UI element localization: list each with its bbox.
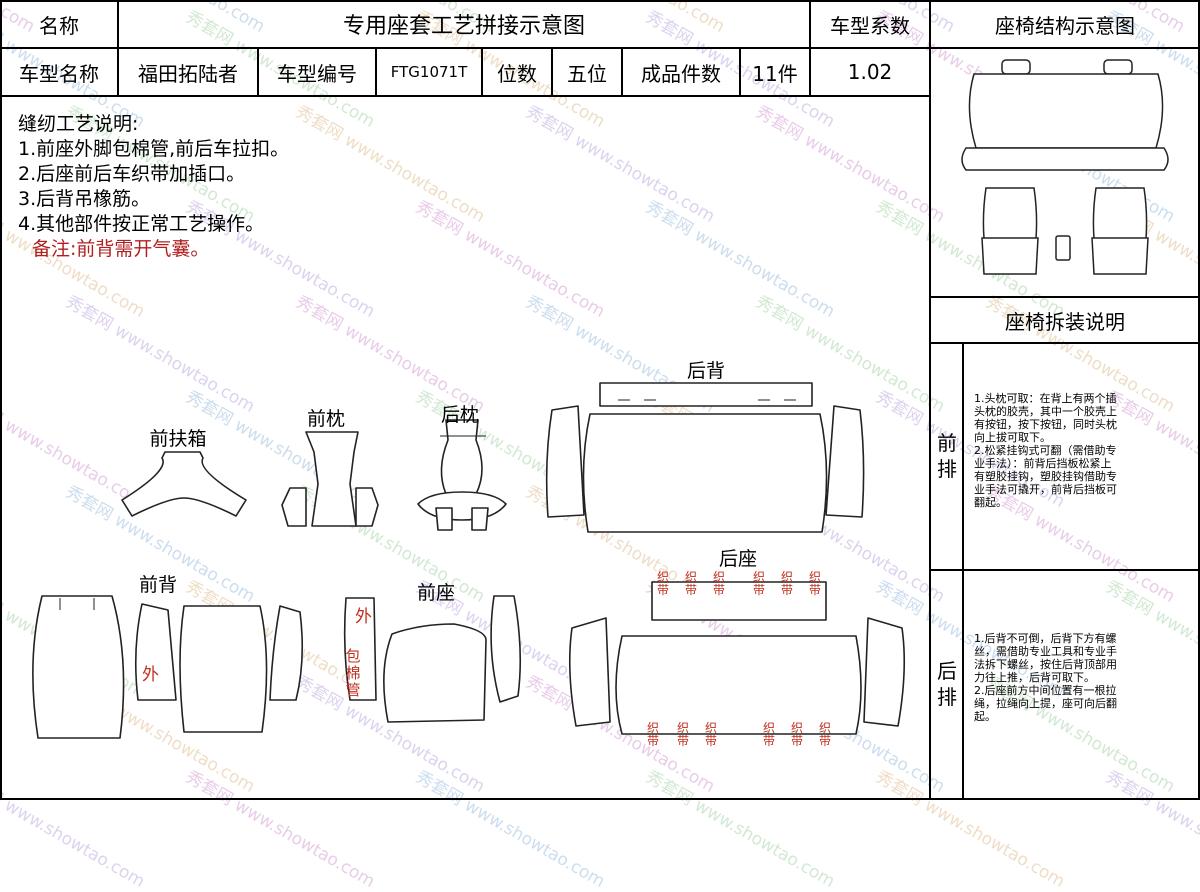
instruction-line: 1.后背不可倒，后背下方有螺: [974, 632, 1117, 645]
mark-strap: 织带: [818, 721, 831, 748]
instruction-line: 向上拔可取下。: [974, 431, 1051, 444]
mark-piping-tube: 包棉管: [345, 647, 361, 699]
center-console: [1055, 235, 1071, 261]
label-front-armrest: 前扶箱: [149, 428, 207, 450]
instruction-line: 有塑胶挂钩，塑胶挂钩借助专: [974, 470, 1117, 483]
mark-strap: 织带: [780, 570, 793, 597]
rear-bench-headrest: [1103, 59, 1133, 75]
seat-structure-illustration: [961, 59, 1169, 275]
mark-outer: 外: [355, 607, 372, 627]
rear-row-instructions: 1.后背不可倒，后背下方有螺 丝，需借助专业工具和专业手 法拆下螺丝，按住后背顶…: [974, 632, 1117, 723]
rear-row-label: 后排: [937, 659, 957, 709]
instruction-line: 起。: [974, 710, 996, 723]
model-name-value: 福田拓陆者: [138, 61, 238, 86]
process-notes: 缝纫工艺说明: 1.前座外脚包棉管,前后车拉扣。 2.后座前后车织带加插口。 3…: [18, 112, 289, 262]
pieces-value: 11件: [752, 61, 798, 86]
rear-seat-side: [863, 617, 906, 727]
model-code-value: FTG1071T: [390, 63, 468, 81]
instruction-line: 业手法）：前背后挡板松紧上: [974, 457, 1112, 470]
label-rear-headrest: 后枕: [440, 404, 480, 426]
instruction-line: 丝，需借助专业工具和专业手: [974, 645, 1117, 658]
mark-strap: 织带: [656, 570, 669, 597]
rear-seat-main: [615, 635, 862, 735]
mark-strap: 织带: [676, 721, 689, 748]
coef-value: 1.02: [847, 60, 893, 84]
page-title: 专用座套工艺拼接示意图: [342, 14, 585, 39]
front-headrest-side: [281, 487, 307, 527]
instruction-line: 2.松紧挂钩式可翻（需借助专: [974, 444, 1117, 457]
model-code-label: 车型编号: [277, 61, 357, 86]
rear-bench-headrest: [1001, 59, 1031, 75]
disassembly-title: 座椅拆装说明: [1005, 309, 1125, 334]
front-row-instructions: 1.头枕可取：在背上有两个插 头枕的胶壳，其中一个胶壳上 有按钮，按下按钮，同时…: [974, 392, 1117, 509]
label-front-seat: 前座: [416, 582, 456, 604]
front-headrest-side: [355, 487, 379, 527]
table-frame: [0, 0, 1200, 800]
mark-strap: 织带: [752, 570, 765, 597]
mark-strap: 织带: [808, 570, 821, 597]
mark-outer: 外: [142, 665, 159, 685]
mark-strap: 织带: [762, 721, 775, 748]
rear-headrest-side: [435, 507, 453, 531]
label-rear-seat: 后座: [718, 548, 758, 570]
instruction-line: 1.头枕可取：在背上有两个插: [974, 392, 1117, 405]
instruction-line: 翻起。: [974, 496, 1007, 509]
instruction-line: 有按钮，按下按钮，同时头枕: [974, 418, 1117, 431]
instruction-line: 头枕的胶壳，其中一个胶壳上: [974, 405, 1117, 418]
note-item: 4.其他部件按正常工艺操作。: [18, 213, 265, 235]
note-item: 1.前座外脚包棉管,前后车拉扣。: [18, 138, 290, 160]
name-label: 名称: [39, 13, 79, 38]
mark-strap: 织带: [704, 721, 717, 748]
rear-back-side: [545, 405, 585, 518]
rear-seat-top-strip: [651, 581, 827, 621]
front-seat-side: [343, 597, 377, 701]
label-front-back: 前背: [138, 574, 178, 596]
structure-title: 座椅结构示意图: [995, 13, 1135, 38]
rear-bench-back: [968, 73, 1164, 149]
rear-headrest-piece: [440, 419, 483, 495]
front-back-main: [32, 595, 125, 739]
note-item: 2.后座前后车织带加插口。: [18, 163, 246, 185]
front-back-panel: [134, 603, 177, 701]
front-seat-left-cushion: [981, 237, 1039, 275]
front-back-side: [269, 605, 304, 701]
mark-strap: 织带: [790, 721, 803, 748]
mark-strap: 织带: [646, 721, 659, 748]
notes-title: 缝纫工艺说明:: [18, 113, 139, 135]
rear-seat-side: [568, 617, 611, 727]
front-seat-right-cushion: [1091, 237, 1149, 275]
pattern-diagram: [32, 382, 906, 739]
rear-bench-seat: [961, 147, 1169, 171]
coef-label: 车型系数: [830, 13, 910, 38]
front-seat-main: [383, 623, 487, 723]
notes-remark: 备注:前背需开气囊。: [32, 238, 210, 260]
instruction-line: 业手法可撬开，前背后挡板可: [974, 483, 1117, 496]
label-rear-back: 后背: [686, 360, 726, 382]
instruction-line: 绳，拉绳向上提，座可向后翻: [974, 697, 1117, 710]
front-armrest-piece: [121, 451, 247, 517]
instruction-line: 2.后座前方中间位置有一根拉: [974, 684, 1117, 697]
front-headrest-piece: [305, 431, 359, 527]
label-front-headrest: 前枕: [306, 408, 346, 430]
rear-headrest-side: [471, 507, 489, 531]
instruction-line: 法拆下螺丝，按住后背顶部用: [974, 658, 1117, 671]
rear-back-main: [582, 413, 828, 533]
rear-headrest-base: [417, 491, 507, 521]
instruction-line: 力往上推，后背可取下。: [974, 671, 1095, 684]
seats-value: 五位: [567, 61, 607, 86]
mark-strap: 织带: [712, 570, 725, 597]
front-seat-side: [490, 595, 522, 703]
mark-strap: 织带: [684, 570, 697, 597]
pieces-label: 成品件数: [641, 61, 721, 86]
front-row-label: 前排: [937, 431, 957, 481]
rear-back-top-strip: [599, 382, 813, 407]
front-back-center: [179, 605, 268, 733]
seats-label: 位数: [497, 61, 537, 86]
note-item: 3.后背吊橡筋。: [18, 188, 151, 210]
model-name-label: 车型名称: [19, 61, 99, 86]
rear-back-side: [825, 405, 865, 518]
